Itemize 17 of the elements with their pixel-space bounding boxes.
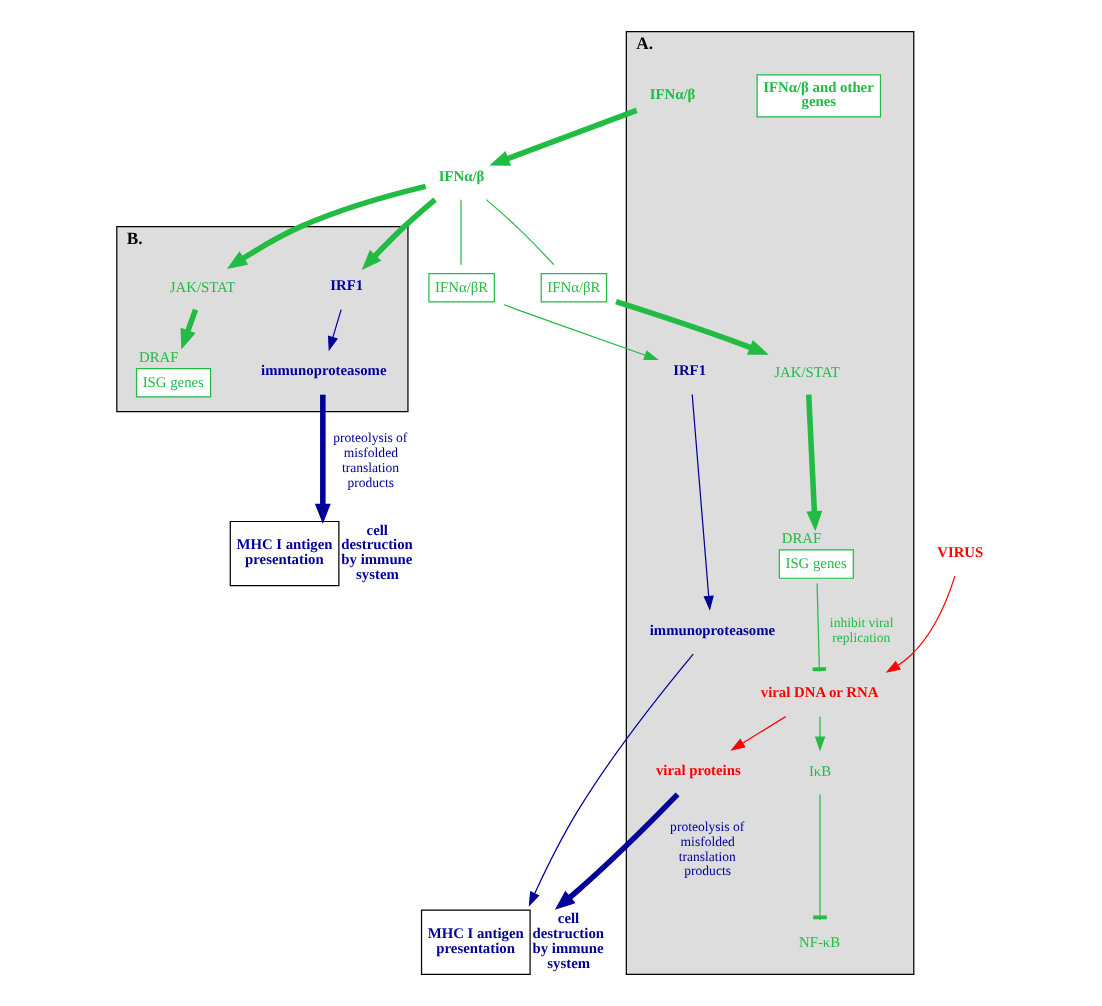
arrow [327,309,341,352]
arrow [804,394,822,532]
arrow [225,183,426,269]
arrow [553,792,679,910]
arrow [690,393,713,611]
arrow [179,308,198,350]
arrow [729,716,786,751]
arrow [313,394,330,524]
arrow [488,107,637,166]
connector [484,199,554,266]
arrow [502,304,658,360]
arrow [614,299,768,355]
connector [459,199,461,266]
arrow [884,575,955,673]
arrow [527,653,693,907]
arrow [360,197,436,271]
arrow [813,716,825,752]
